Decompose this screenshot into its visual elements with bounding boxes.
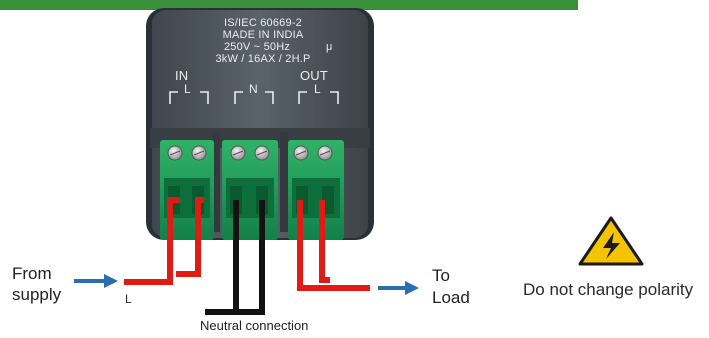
live-label: L bbox=[125, 292, 132, 306]
to-load-label-line2: Load bbox=[432, 288, 470, 307]
high-voltage-warning-icon bbox=[578, 216, 644, 266]
terminal-n-symbol: N bbox=[249, 82, 258, 96]
device-mu: μ bbox=[326, 41, 333, 53]
neutral-wire bbox=[205, 200, 265, 315]
live-supply-wire bbox=[124, 197, 204, 285]
device-rating: 3kW / 16AX / 2H.P bbox=[215, 53, 311, 65]
terminal-blocks bbox=[160, 140, 344, 240]
arrow-right-icon bbox=[378, 281, 419, 295]
device-origin: MADE IN INDIA bbox=[222, 29, 304, 41]
terminal-in-symbol: L bbox=[184, 82, 191, 96]
device-voltage: 250V ~ 50Hz bbox=[223, 41, 291, 53]
from-supply-label-line2: supply bbox=[12, 285, 62, 304]
terminal-out bbox=[288, 140, 344, 240]
terminal-in-label: IN bbox=[175, 68, 189, 83]
arrow-right-icon bbox=[74, 274, 118, 288]
to-load-label-line1: To bbox=[432, 266, 450, 285]
top-rule bbox=[0, 0, 578, 10]
from-supply-label-line1: From bbox=[12, 264, 52, 283]
terminal-out-symbol: L bbox=[314, 82, 321, 96]
device-standard: IS/IEC 60669-2 bbox=[223, 17, 302, 29]
live-load-wire bbox=[297, 200, 370, 291]
neutral-connection-label: Neutral connection bbox=[200, 318, 309, 333]
terminal-out-label: OUT bbox=[300, 68, 329, 83]
terminal-brackets bbox=[169, 91, 339, 104]
terminal-neutral bbox=[222, 140, 278, 240]
polarity-warning-text: Do not change polarity bbox=[523, 280, 694, 299]
